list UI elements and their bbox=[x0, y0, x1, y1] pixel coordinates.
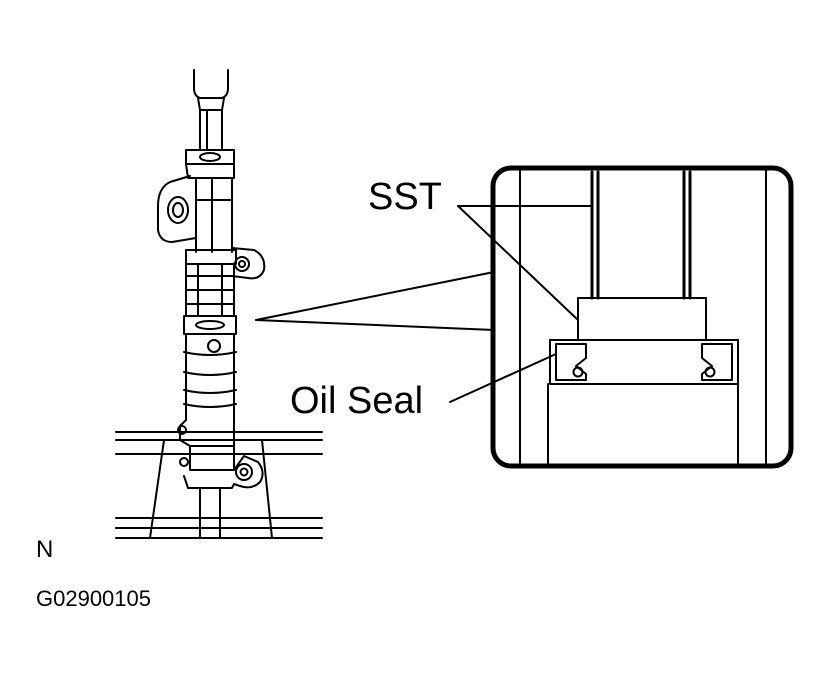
detail-leader bbox=[256, 272, 494, 330]
callout-lines bbox=[450, 206, 590, 402]
oil-seal-callout-label: Oil Seal bbox=[290, 380, 424, 422]
detail-inset bbox=[493, 168, 791, 466]
sst-callout-label: SST bbox=[368, 176, 442, 218]
work-stand bbox=[116, 432, 322, 538]
shock-absorber-assembly bbox=[158, 70, 264, 488]
figure-code: G02900105 bbox=[36, 586, 151, 611]
orientation-mark: N bbox=[36, 536, 54, 563]
